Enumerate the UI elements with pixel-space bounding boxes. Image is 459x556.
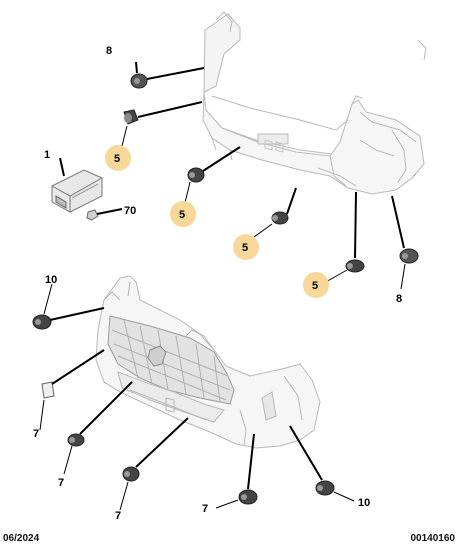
front-leader-lines [49, 307, 323, 490]
front-sensor-10-right [315, 480, 335, 496]
front-sensor-10-left [32, 314, 52, 330]
label-front-sensor-10-left: 10 [45, 274, 57, 286]
front-sensor-7-a [41, 381, 55, 399]
front-sensor-7-d [238, 489, 258, 505]
rear-sensor-5-c [271, 211, 289, 225]
rear-leader-lines [59, 61, 405, 259]
label-rear-sensor-5-c: 5 [242, 242, 248, 254]
rear-park-ecu [51, 169, 103, 213]
rear-bumper [202, 11, 427, 195]
rear-callout-circles [105, 145, 329, 298]
front-callout-leaders [39, 283, 355, 511]
rear-sensor-5-a [123, 109, 139, 125]
front-sensor-7-c [122, 466, 140, 482]
label-front-sensor-7-d: 7 [202, 503, 208, 515]
callout-labels: 8 1 70 8 5 5 5 5 10 7 7 7 7 10 [33, 45, 402, 522]
rear-sensor-8-right [399, 248, 419, 264]
label-rear-sensor-5-d: 5 [312, 280, 318, 292]
rear-bumper-detail [264, 139, 284, 153]
label-rear-connector: 70 [124, 205, 136, 217]
label-rear-sensor-5-a: 5 [114, 153, 120, 165]
label-rear-ecu: 1 [44, 149, 50, 161]
label-front-sensor-7-b: 7 [58, 477, 64, 489]
front-bumper [95, 275, 321, 449]
label-front-sensor-7-c: 7 [115, 510, 121, 522]
label-rear-sensor-5-b: 5 [179, 209, 185, 221]
label-rear-sensor-8-upper: 8 [106, 45, 112, 57]
label-front-sensor-7-a: 7 [33, 428, 39, 440]
front-sensor-7-b [67, 433, 85, 447]
footer-date: 06/2024 [3, 533, 40, 544]
label-front-sensor-10-right: 10 [358, 497, 370, 509]
rear-sensor-5-d [345, 259, 365, 273]
connector-70 [86, 209, 99, 221]
rear-sensor-5-b [187, 167, 205, 183]
footer-reference: 00140160 [410, 533, 456, 544]
label-rear-sensor-8-right: 8 [396, 293, 402, 305]
rear-sensor-8-upper [130, 73, 148, 89]
